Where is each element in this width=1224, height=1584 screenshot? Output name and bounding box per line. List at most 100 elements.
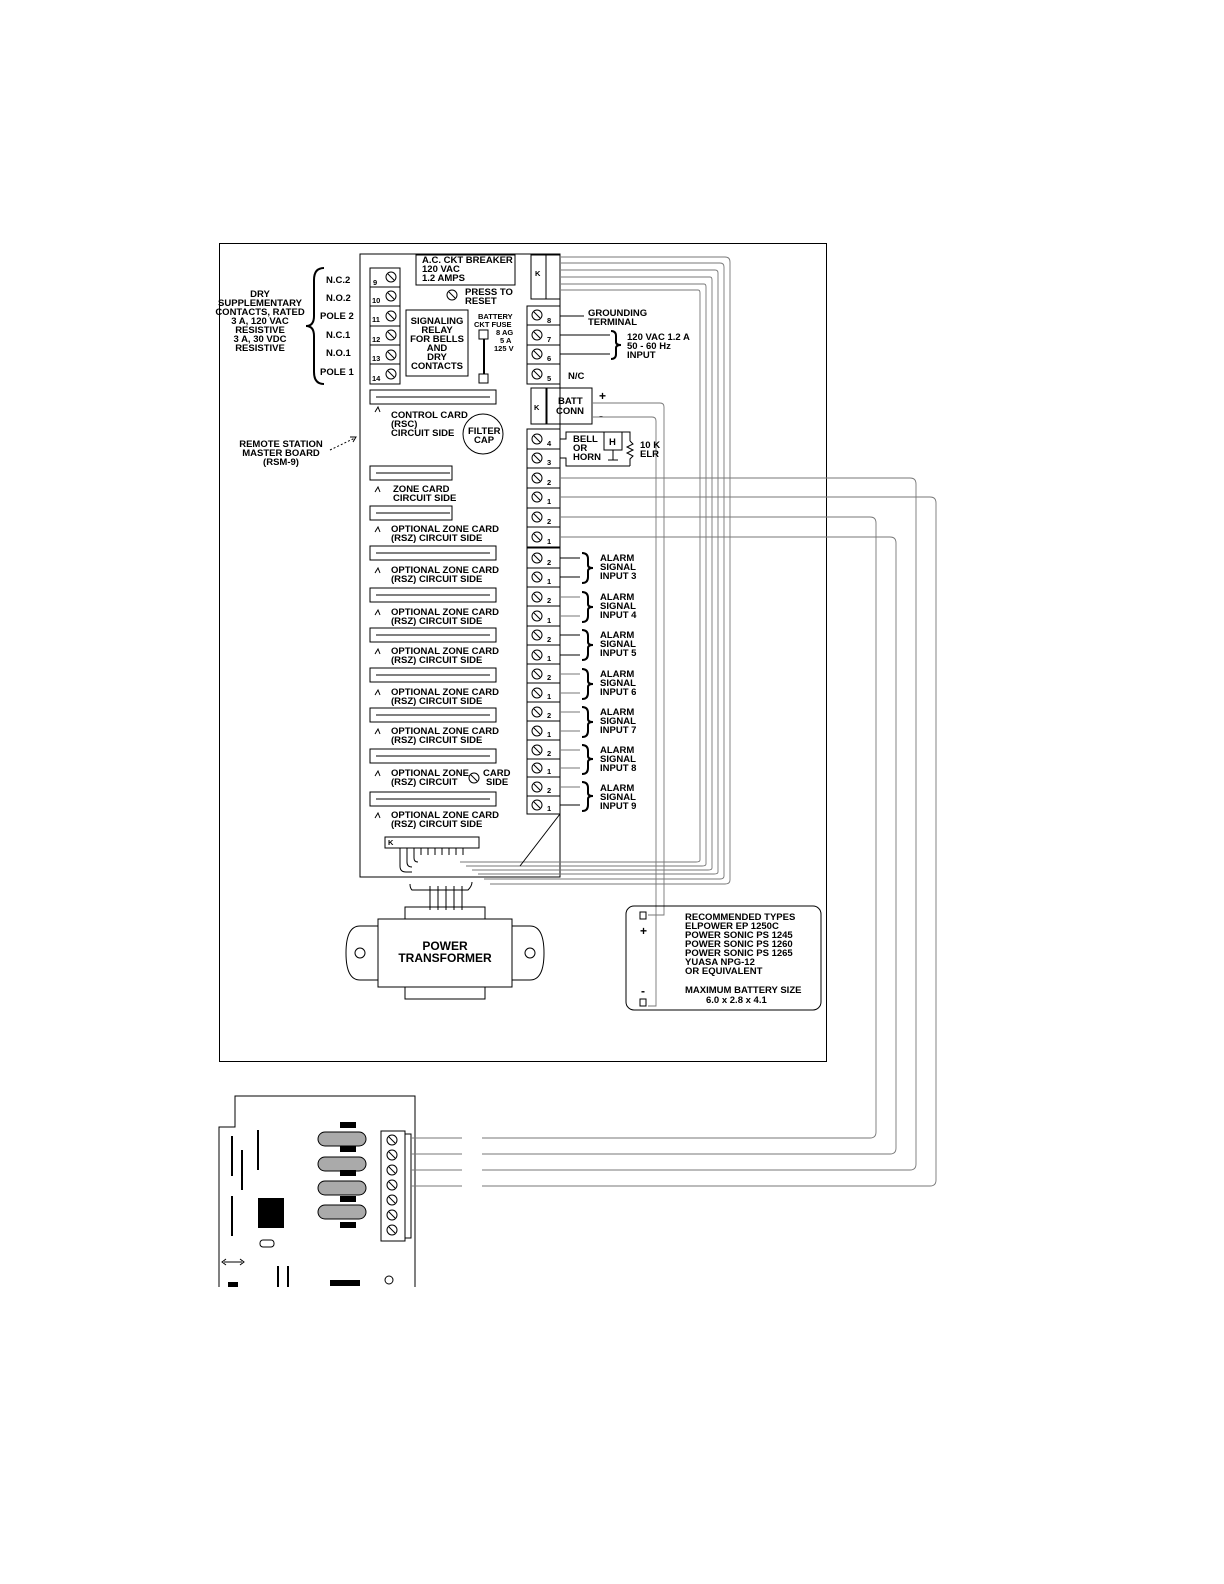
fuse-spec-2: 5 A (500, 336, 512, 345)
battery-line-7: OR EQUIVALENT (685, 966, 763, 977)
battery-size-line-2: 6.0 x 2.8 x 4.1 (706, 995, 767, 1006)
ac-breaker-box (415, 254, 516, 286)
grounding-line-1: GROUNDING (588, 308, 647, 319)
optional-card-5-line-1: OPTIONAL ZONE CARD (391, 687, 499, 698)
mid-terminal-1a: 1 (547, 497, 551, 506)
dry-terminal-number-9: 9 (373, 278, 377, 287)
alarm-input-braces (560, 552, 594, 812)
alarm6-num-1: 1 (547, 692, 551, 701)
alarm4-num-2: 2 (547, 596, 551, 605)
dry-desc-line-4: 3 A, 120 VAC (231, 316, 289, 327)
alarm8-line-1: ALARM (600, 745, 634, 756)
bell-line-3: HORN (573, 452, 601, 463)
optional-card-slot-4 (369, 627, 497, 643)
bottom-connector (384, 836, 480, 849)
alarm4-line-1: ALARM (600, 592, 634, 603)
alarm3-line-2: SIGNAL (600, 562, 636, 573)
terminal-number-6: 6 (547, 354, 551, 363)
dry-label-nc2: N.C.2 (326, 275, 350, 286)
zone-output-wires (482, 477, 937, 1187)
mid-terminal-2a: 2 (547, 478, 551, 487)
optional-card-4-line-1: OPTIONAL ZONE CARD (391, 646, 499, 657)
mid-terminal-2b: 2 (547, 517, 551, 526)
transformer-wire-bundle (399, 848, 473, 910)
alarm6-line-1: ALARM (600, 669, 634, 680)
alarm8-line-3: INPUT 8 (600, 763, 636, 774)
zone-card-line-1: ZONE CARD (393, 484, 450, 495)
relay-line-2: RELAY (421, 325, 453, 336)
alarm6-num-2: 2 (547, 673, 551, 682)
battery-outline (625, 905, 822, 1011)
alarm3-num-2: 2 (547, 558, 551, 567)
batt-conn-box (546, 387, 593, 425)
dry-desc-line-7: RESISTIVE (235, 343, 285, 354)
optional-card-slot-2 (369, 545, 497, 561)
mid-terminal-block (526, 428, 561, 548)
fuse-line-1: BATTERY (478, 312, 513, 321)
optional-card-8-line-2: (RSZ) CIRCUIT SIDE (391, 819, 482, 830)
master-board-line-1: REMOTE STATION (239, 439, 323, 450)
battery-size-line-1: MAXIMUM BATTERY SIZE (685, 985, 801, 996)
control-card-slot (369, 389, 497, 405)
optional-card-7-extra-1: CARD (483, 768, 511, 779)
remote-zone-card-outline (218, 1095, 416, 1287)
ac-input-line-2: 50 - 60 Hz (627, 341, 671, 352)
top-connector-letter: K (535, 269, 541, 278)
dry-terminal-number-14: 14 (372, 374, 381, 383)
alarm-input-terminal-block (526, 547, 561, 815)
breaker-reset-screw-icon (446, 289, 458, 301)
optional-card-slot-1 (369, 505, 453, 521)
batt-conn-line-2: CONN (556, 406, 584, 417)
optional-card-6-line-1: OPTIONAL ZONE CARD (391, 726, 499, 737)
transformer-line-1: POWER (422, 939, 468, 953)
battery-line-6: YUASA NPG-12 (685, 957, 755, 968)
bell-line-2: OR (573, 443, 587, 454)
mid-terminal-1b: 1 (547, 537, 551, 546)
optional-card-slot-3 (369, 587, 497, 603)
breaker-line-3: 1.2 AMPS (422, 273, 465, 284)
dry-label-pole2: POLE 2 (320, 311, 354, 322)
alarm7-line-3: INPUT 7 (600, 725, 636, 736)
alarm8-num-1: 1 (547, 767, 551, 776)
zone-card-slot (369, 465, 453, 481)
alarm7-num-1: 1 (547, 730, 551, 739)
fuse-spec-3: 125 V (494, 344, 514, 353)
elr-line-2: ELR (640, 449, 659, 460)
fuse-spec-1: 8 AG (496, 328, 513, 337)
alarm9-line-3: INPUT 9 (600, 801, 636, 812)
dry-label-pole1: POLE 1 (320, 367, 355, 378)
signaling-relay-box (405, 309, 469, 377)
dry-contacts-terminal-block (369, 267, 401, 385)
ac-input-brace (610, 330, 622, 360)
battery-minus-wire (592, 416, 657, 1007)
dry-terminal-number-11: 11 (372, 315, 380, 324)
optional-card-3-line-2: (RSZ) CIRCUIT SIDE (391, 616, 482, 627)
remote-card-components (221, 1122, 394, 1287)
master-board-line-2: MASTER BOARD (242, 448, 320, 459)
alarm3-num-1: 1 (547, 577, 551, 586)
relay-line-6: CONTACTS (411, 361, 463, 372)
alarm9-line-2: SIGNAL (600, 792, 636, 803)
relay-line-3: FOR BELLS (410, 334, 464, 345)
dry-desc-line-2: SUPPLEMENTARY (218, 298, 303, 309)
optional-card-slot-5 (369, 667, 497, 683)
dry-label-nc1: N.C.1 (326, 330, 351, 341)
ac-input-line-1: 120 VAC 1.2 A (627, 332, 690, 343)
zone-card-line-2: CIRCUIT SIDE (393, 493, 456, 504)
alarm9-num-2: 2 (547, 786, 551, 795)
ac-input-line-3: INPUT (627, 350, 656, 361)
dry-desc-line-5: RESISTIVE (235, 325, 285, 336)
optional-card-6-line-2: (RSZ) CIRCUIT SIDE (391, 735, 482, 746)
bell-wire (560, 431, 631, 441)
optional-card-7-line-1: OPTIONAL ZONE (391, 768, 469, 779)
battery-line-2: ELPOWER EP 1250C (685, 921, 779, 932)
terminal-number-7: 7 (547, 335, 551, 344)
filter-cap-circle (462, 413, 504, 455)
dry-desc-line-6: 3 A, 30 VDC (234, 334, 287, 345)
dry-terminal-number-12: 12 (372, 335, 380, 344)
control-card-line-1: CONTROL CARD (391, 410, 468, 421)
alarm4-line-3: INPUT 4 (600, 610, 637, 621)
mid-terminal-4: 4 (547, 439, 552, 448)
optional-card-slot-6 (369, 707, 497, 723)
elr-resistor-icon (625, 440, 635, 466)
